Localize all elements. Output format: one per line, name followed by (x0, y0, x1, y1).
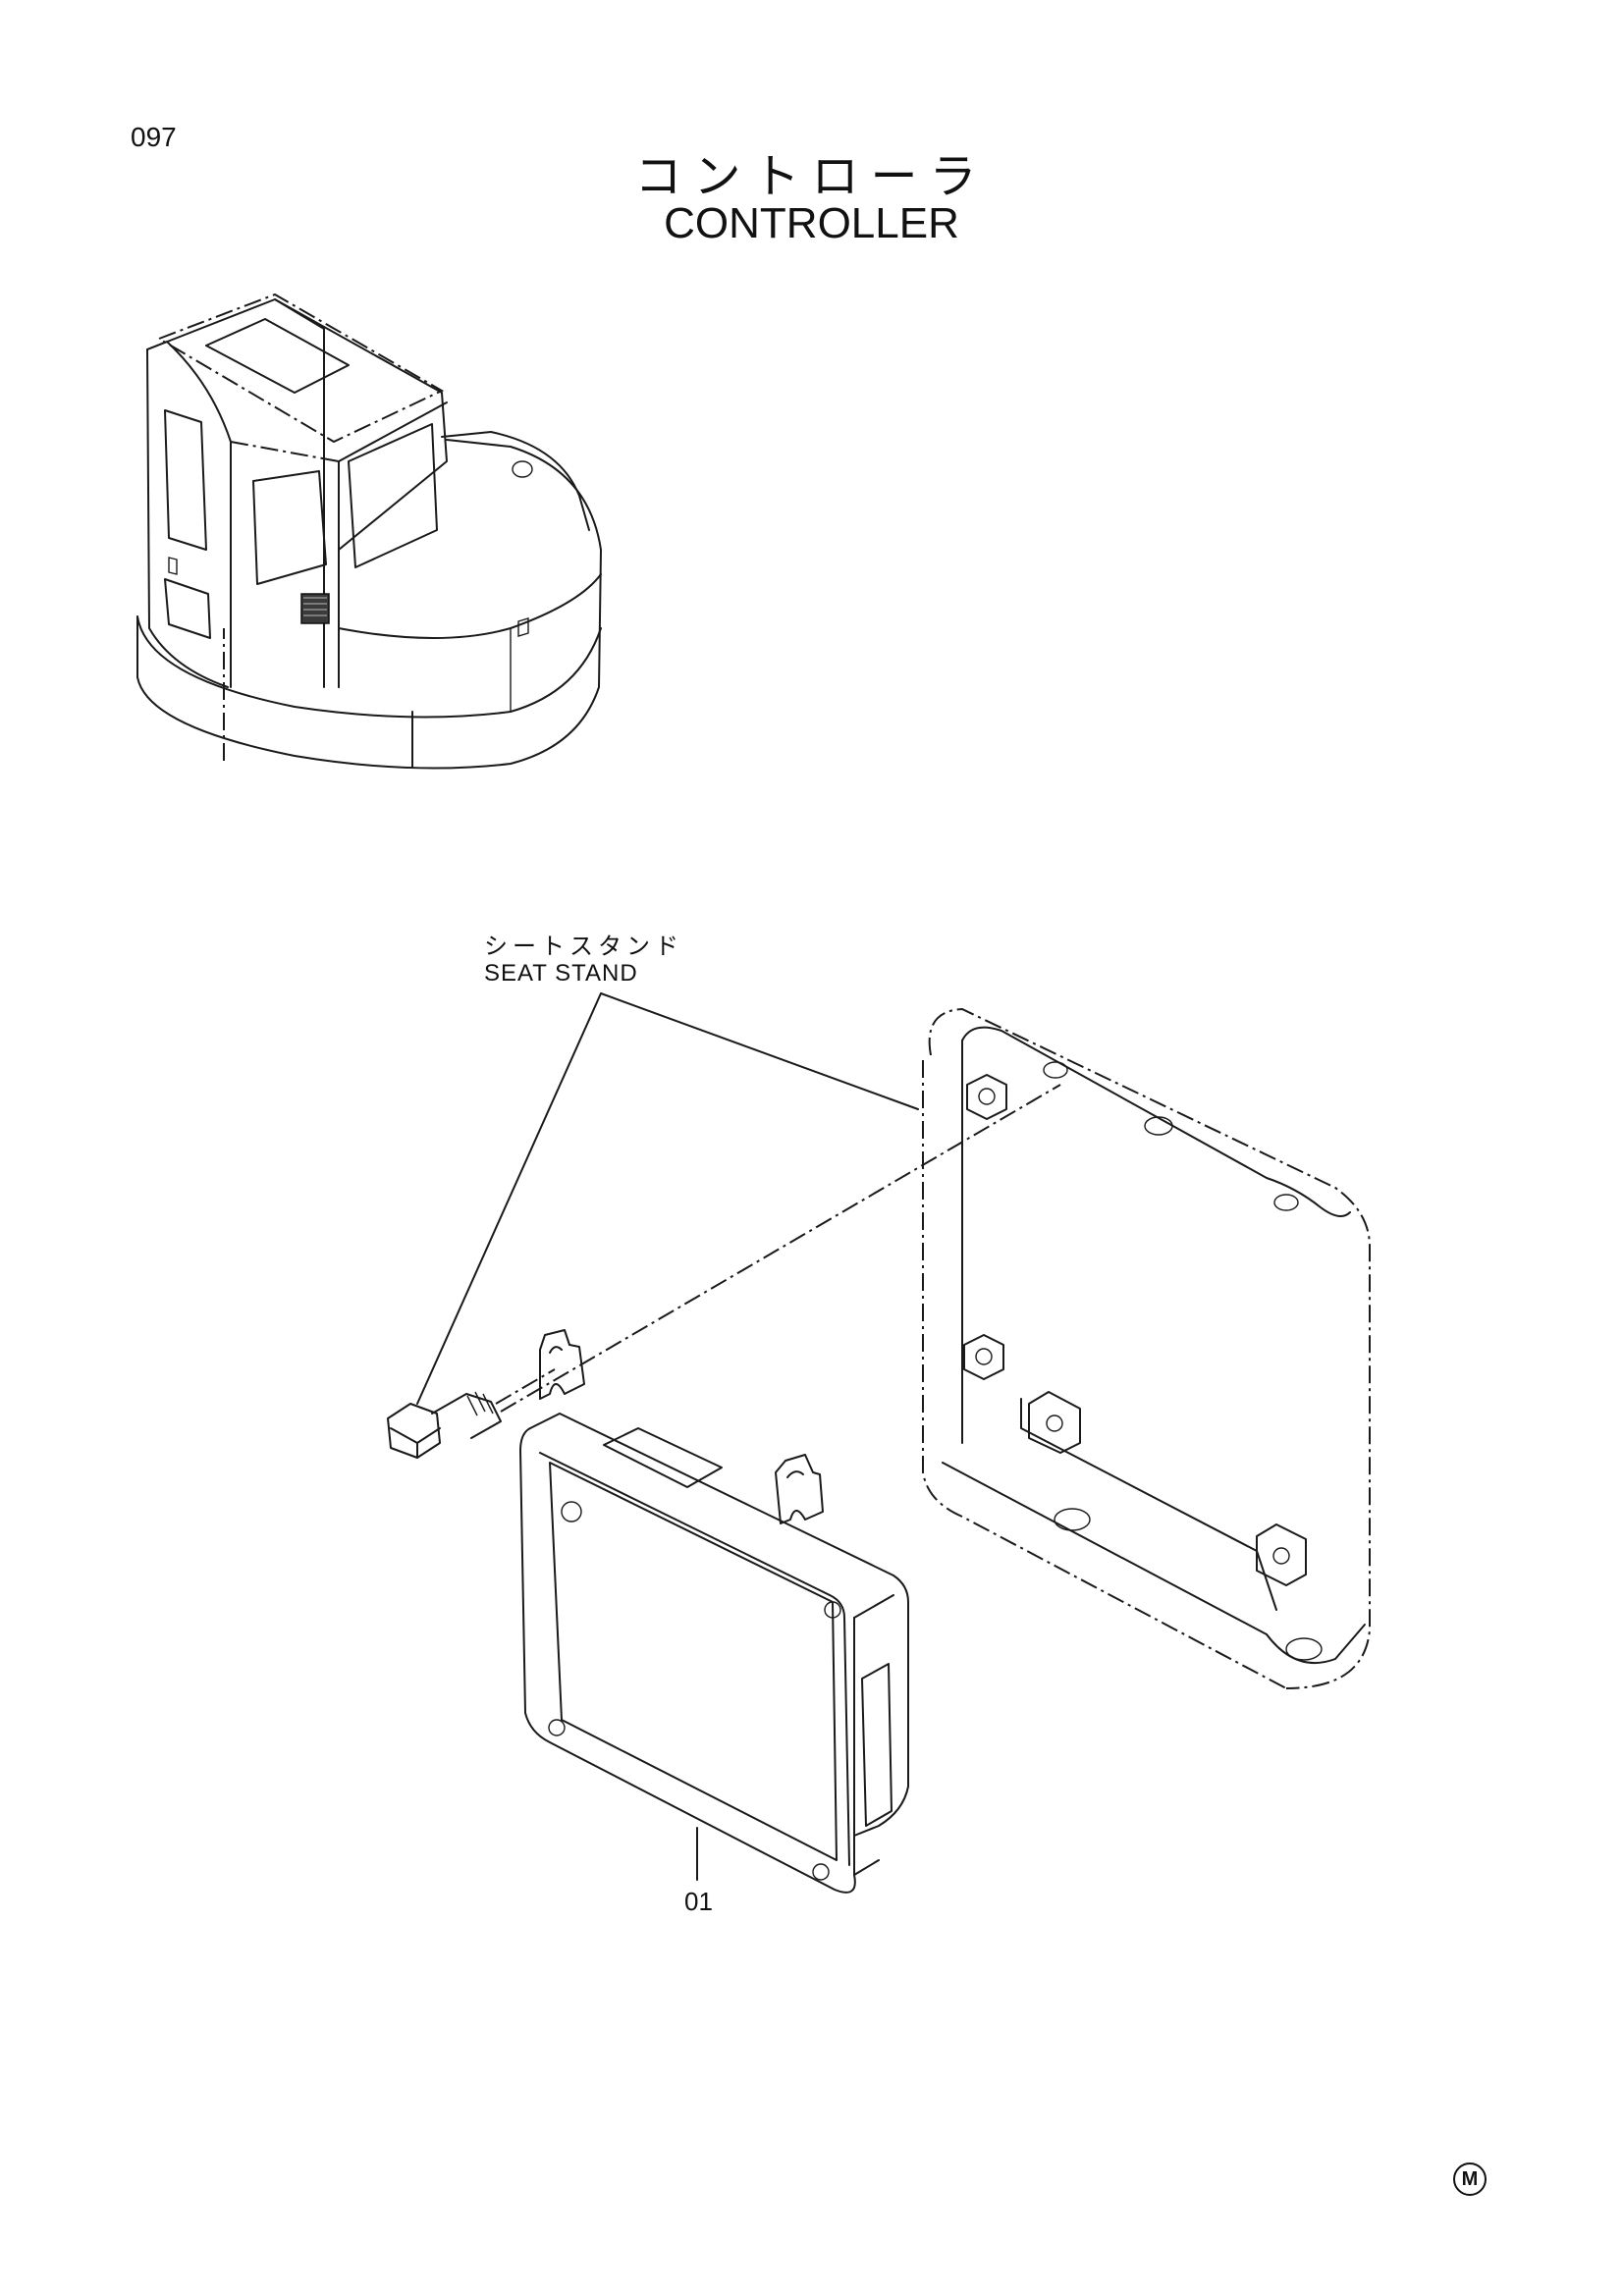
seat-stand-label-japanese: シートスタンド (484, 933, 683, 960)
part-number-01: 01 (684, 1887, 713, 1916)
circled-m-mark: M (1453, 2163, 1487, 2196)
controller-unit (519, 1329, 909, 1894)
machine-locator-view (136, 293, 602, 770)
bolt (387, 1084, 1061, 1459)
page-title-japanese: コントローラ (634, 149, 989, 204)
seat-stand-leader-lines (416, 992, 919, 1405)
seat-stand (922, 1007, 1371, 1689)
seat-stand-label: SEAT STAND (484, 960, 638, 987)
page-title: CONTROLLER (664, 199, 959, 247)
page-number: 097 (131, 122, 177, 152)
